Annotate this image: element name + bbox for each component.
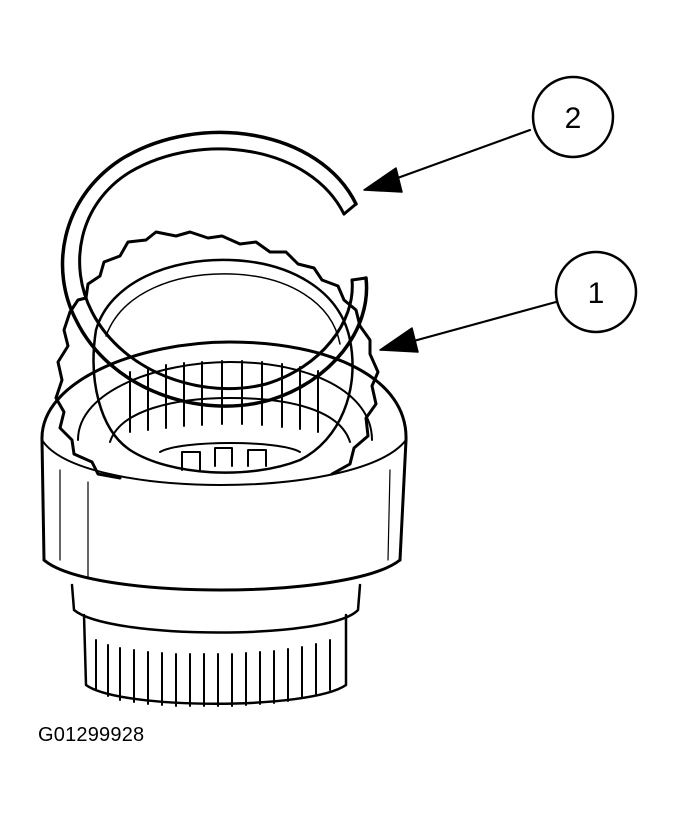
- drum-internal-splines: [129, 360, 319, 471]
- callout-circle-2: [531, 75, 615, 159]
- arrowhead-2: [363, 167, 403, 193]
- drum-hub: [70, 583, 362, 707]
- split-seal-ring: [60, 130, 369, 408]
- callout-number-2: 2: [565, 102, 582, 135]
- snap-ring: [54, 230, 380, 480]
- leader-arrow-1: [408, 300, 558, 344]
- leader-arrow-2: [390, 128, 532, 182]
- arrowhead-1: [379, 327, 419, 353]
- callout-circle-1: [554, 250, 638, 334]
- callout-number-1: 1: [588, 277, 605, 310]
- figure-id-label: G01299928: [38, 724, 145, 746]
